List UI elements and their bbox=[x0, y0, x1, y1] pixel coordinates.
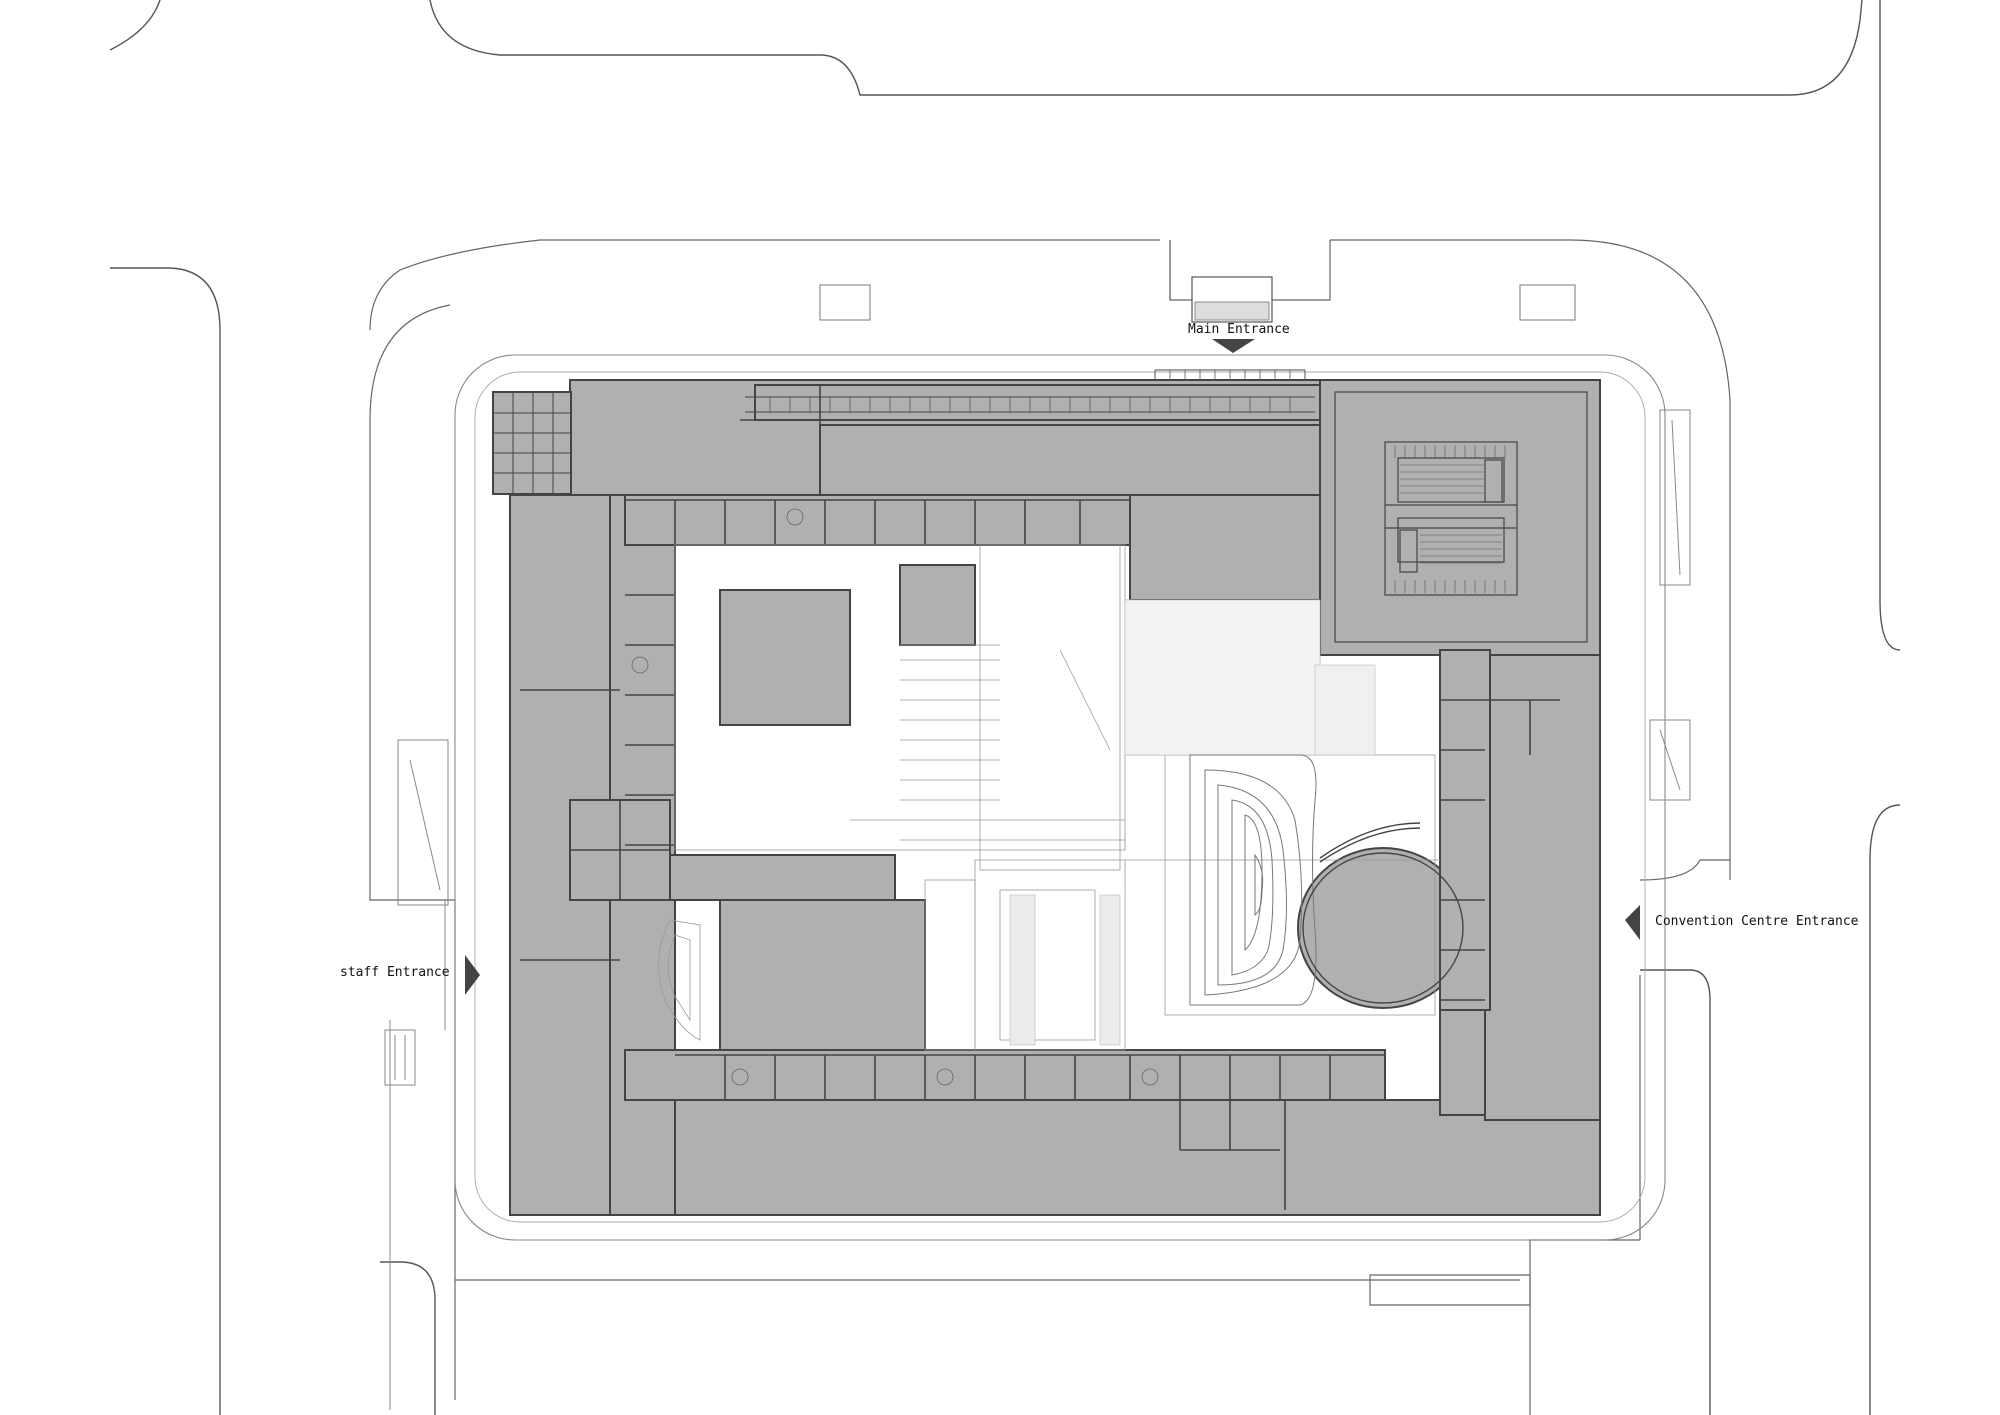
road-outlines bbox=[109, 0, 1901, 1415]
room-partitions bbox=[520, 385, 1560, 1210]
main-entrance-label: Main Entrance bbox=[1188, 322, 1290, 337]
facade-mullions bbox=[769, 370, 1291, 412]
nw-grid-tile bbox=[493, 392, 571, 494]
round-hall-detail bbox=[1302, 822, 1464, 1004]
convention-centre-entrance-label: Convention Centre Entrance bbox=[1655, 914, 1859, 929]
perimeter-road bbox=[454, 354, 1666, 1241]
perimeter-curb bbox=[474, 371, 1646, 1223]
staff-entrance-label: staff Entrance bbox=[340, 965, 450, 980]
pond-contours bbox=[1189, 754, 1317, 1006]
main-entrance-canopy bbox=[819, 276, 1576, 323]
convention-entrance-arrow bbox=[1625, 905, 1640, 940]
left-lane bbox=[384, 739, 449, 1410]
courtyard-detail bbox=[658, 544, 1440, 1051]
ne-seating-hatch bbox=[1394, 445, 1506, 593]
right-lane bbox=[1649, 409, 1691, 801]
entrance-arrows bbox=[465, 339, 1640, 995]
building-mass bbox=[492, 379, 1601, 1216]
main-entrance-arrow bbox=[1212, 339, 1255, 353]
ne-auditorium-grid bbox=[1334, 391, 1588, 643]
staff-entrance-arrow bbox=[465, 955, 480, 995]
stair-core-markers bbox=[631, 508, 1159, 1086]
courtyard-paving bbox=[1009, 599, 1376, 1046]
